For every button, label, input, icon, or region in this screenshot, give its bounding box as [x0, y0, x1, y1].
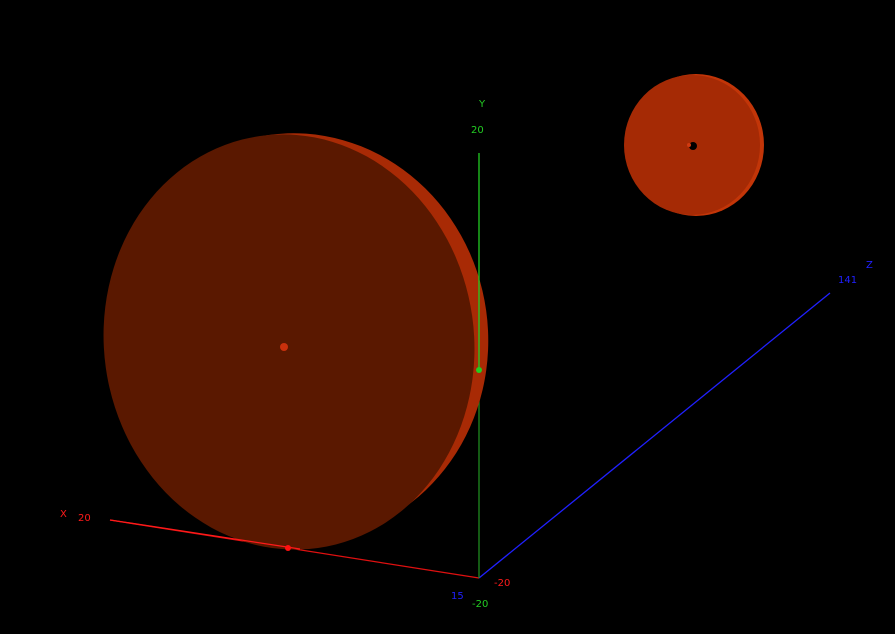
x-axis-intersection-dot [285, 545, 291, 551]
large-disc-face [103, 134, 475, 550]
x-axis-front-segment [109, 519, 301, 550]
y-axis-max-label: 20 [471, 125, 484, 136]
small-disc-center-dot [687, 143, 691, 147]
x-axis-min-label: -20 [494, 578, 510, 589]
z-axis-name: Z [866, 260, 873, 271]
y-axis-min-label: -20 [472, 599, 488, 610]
large-disc-center-dot [280, 343, 288, 351]
z-axis-min-label: 15 [451, 591, 464, 602]
z-axis-line [478, 292, 831, 579]
small-disc-center-hole [689, 142, 697, 150]
x-axis-name: X [60, 509, 67, 520]
y-axis-intersection-dot [476, 367, 482, 373]
y-axis-name: Y [478, 99, 486, 110]
x-axis-max-label: 20 [78, 513, 91, 524]
z-axis-max-label: 141 [838, 275, 857, 286]
